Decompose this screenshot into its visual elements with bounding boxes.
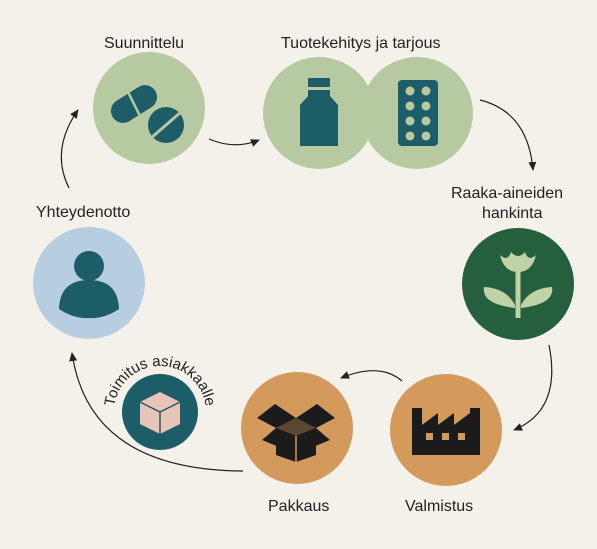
factory-icon <box>412 408 480 455</box>
bottle-icon <box>300 78 338 146</box>
plant-icon <box>483 252 553 318</box>
arrow-packaging-to-contact <box>69 352 244 472</box>
sourcing-label-line1: Raaka-aineiden <box>451 185 564 202</box>
arrow-development-to-sourcing <box>479 99 537 171</box>
open-box-icon <box>257 404 335 462</box>
arrow-planning-to-development <box>208 138 260 147</box>
arrow-contact-to-planning <box>60 109 79 189</box>
box-icon <box>139 392 181 434</box>
planning-label: Suunnittelu <box>104 35 185 52</box>
arrow-manufacturing-to-packaging <box>340 370 403 382</box>
person-icon <box>59 251 119 319</box>
sourcing-label-line2: hankinta <box>482 205 543 222</box>
blister-pack-icon <box>398 80 438 146</box>
development-label: Tuotekehitys ja tarjous <box>281 35 441 52</box>
pills-icon <box>110 85 184 143</box>
arrow-sourcing-to-manufacturing <box>513 344 553 431</box>
manufacturing-label: Valmistus <box>405 498 474 515</box>
contact-label: Yhteydenotto <box>36 204 131 221</box>
packaging-label: Pakkaus <box>268 498 330 515</box>
